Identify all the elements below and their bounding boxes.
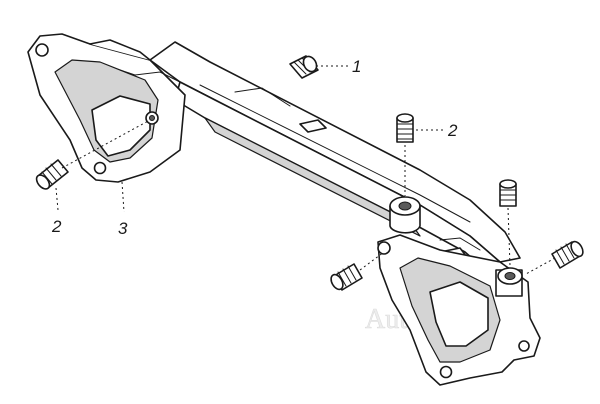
left-flange-web [91,95,151,157]
left-flange-hole-2 [93,161,107,175]
plug-1 [289,55,319,79]
plug-2c-end [396,113,414,123]
plug-rv-end [499,179,517,189]
left-flange-rib [89,39,151,61]
right-flange-hole-3 [518,340,530,352]
plug-right-vertical [499,179,517,207]
left-flange-hole-3-bore [149,115,155,121]
leader-3 [121,181,125,213]
left-flange-hole-1 [35,43,49,57]
callout-3: 3 [118,219,128,238]
callout-1: 1 [352,57,361,76]
plug-rv-threads [499,189,517,201]
beam-step-line-2 [439,237,481,251]
plug-2c-threads [396,123,414,140]
left-flange [27,33,186,183]
right-flange [377,234,541,386]
callout-2-right: 2 [447,121,458,140]
plug-1-end [302,55,318,73]
right-flange-hole-1 [377,241,391,255]
leader-left-plug-hole [61,119,151,169]
beam-underside [204,117,421,237]
right-boss-bore [504,272,516,280]
plug-fr-end [570,240,584,258]
plug-fr-threads [555,243,575,265]
leader-far-right [525,257,556,275]
center-boss [389,196,421,234]
beam-side-face [174,81,501,279]
beam-ridge-line [199,84,471,223]
plug-2-left [35,159,69,190]
crossmember-beam [149,41,521,279]
plug-lower-middle [330,263,363,291]
callout-2-left: 2 [51,217,62,236]
leader-2-left [55,187,59,211]
plug-lm-end [330,273,344,291]
left-flange-edge [119,69,181,83]
plug-2-center [396,113,414,143]
leader-lower-middle [359,251,385,271]
center-boss-bore [398,201,412,211]
plug-far-right [551,240,584,269]
right-flange-web [429,281,489,347]
plug-lm-threads [337,265,357,287]
beam-step-line [234,87,291,107]
leader-lines [55,65,556,275]
beam-mark-1 [299,119,327,133]
plug-2l-end [35,174,51,190]
right-flange-hole-2 [439,365,453,379]
